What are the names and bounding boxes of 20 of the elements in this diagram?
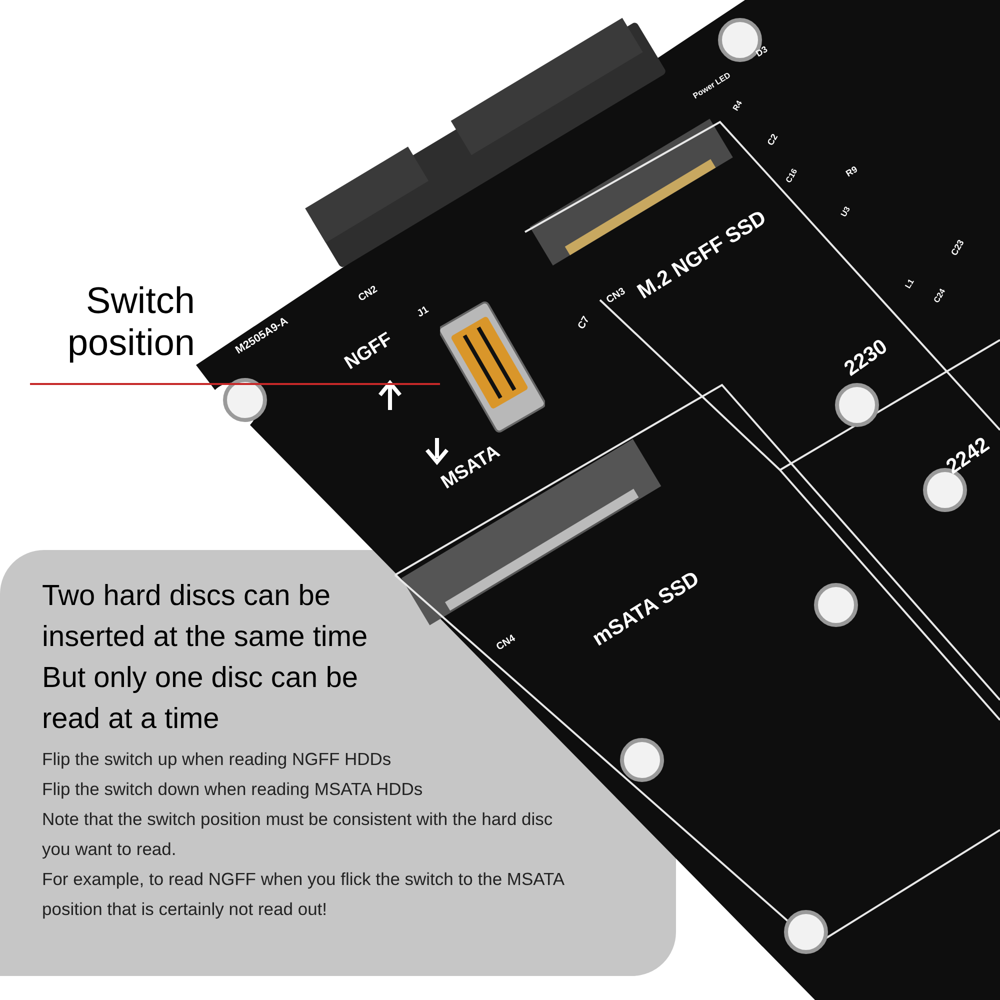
note-text: For example, to read NGFF when you flick the switch to the MSATA position that is certainly not read out! (42, 868, 566, 921)
heading-text: But only one disc can be read at a time (42, 661, 359, 737)
note-text: Flip the switch up when reading NGFF HDDs (42, 748, 392, 771)
silkscreen-label: R9 (844, 163, 860, 181)
note-text: Flip the switch down when reading MSATA HDDs (42, 778, 424, 801)
silkscreen-label: CN2 (356, 283, 380, 306)
silkscreen-label: R4 (730, 98, 746, 114)
heading-text: Two hard discs can be inserted at the same time (42, 579, 369, 655)
silkscreen-label: C23 (948, 237, 967, 259)
silkscreen-label: CN3 (604, 285, 628, 308)
silkscreen-label: C2 (764, 132, 781, 148)
silkscreen-label: D3 (754, 43, 770, 61)
callout-text: Switch position (66, 280, 195, 364)
silkscreen-label: U3 (838, 204, 854, 220)
leader-line (30, 383, 440, 385)
silkscreen-label: L1 (902, 276, 917, 292)
note-text: Note that the switch position must be consistent with the hard disc you want to read. (42, 808, 554, 861)
silkscreen-label: J1 (414, 303, 432, 322)
silkscreen-label: CN4 (494, 632, 518, 655)
silkscreen-label: C7 (575, 314, 593, 332)
